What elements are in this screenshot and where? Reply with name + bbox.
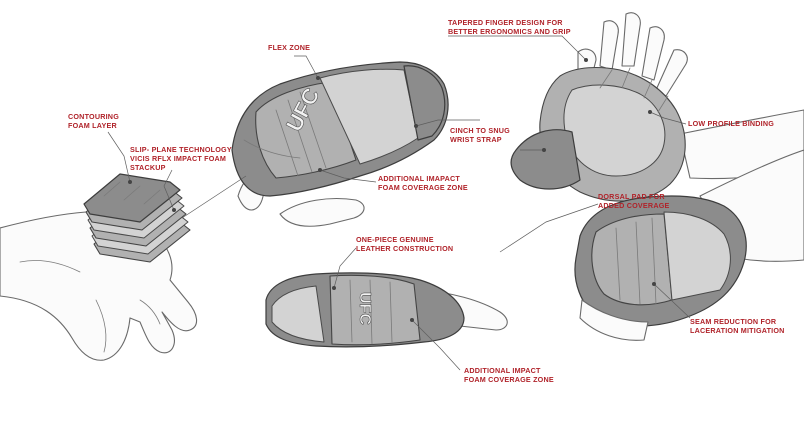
callout-line: STACKUP [130, 163, 166, 172]
upper-glove-illustration: UFC [231, 61, 449, 227]
callout-line: CINCH TO SNUG [450, 126, 510, 135]
callout-line: LACERATION MITIGATION [690, 326, 785, 335]
callout-line: ONE-PIECE GENUINE [356, 235, 434, 244]
foam-layer-stack [83, 173, 191, 263]
callout-one-piece-leather: ONE-PIECE GENUINE LEATHER CONSTRUCTION [356, 235, 453, 253]
callout-cinch-strap: CINCH TO SNUG WRIST STRAP [450, 126, 510, 144]
callout-seam-reduction: SEAM REDUCTION FOR LACERATION MITIGATION [690, 317, 785, 335]
callout-line: LEATHER CONSTRUCTION [356, 244, 454, 253]
callout-tapered-finger: TAPERED FINGER DESIGN FOR BETTER ERGONOM… [448, 18, 571, 36]
lower-glove-logo: UFC [356, 292, 373, 325]
callout-line: ADDITIONAL IMAPACT [378, 174, 460, 183]
callout-line: ADDED COVERAGE [598, 201, 670, 210]
callout-line: FOAM COVERAGE ZONE [464, 375, 554, 384]
callout-contouring-foam: CONTOURING FOAM LAYER [68, 112, 119, 130]
callout-slip-plane: SLIP- PLANE TECHNOLOGY VICIS RFLX IMPACT… [130, 145, 232, 172]
callout-additional-impact-upper: ADDITIONAL IMAPACT FOAM COVERAGE ZONE [378, 174, 468, 192]
callout-line: FOAM COVERAGE ZONE [378, 183, 468, 192]
lower-glove-illustration: UFC [265, 272, 508, 348]
callout-flex-zone: FLEX ZONE [268, 43, 310, 52]
callout-line: TAPERED FINGER DESIGN FOR [448, 18, 563, 27]
callout-line: VICIS RFLX IMPACT FOAM [130, 154, 227, 163]
callout-line: DORSAL PAD FOR [598, 192, 665, 201]
callout-additional-impact-lower: ADDITIONAL IMPACT FOAM COVERAGE ZONE [464, 366, 554, 384]
leader-lines [107, 35, 691, 371]
hand-with-foam-stack [0, 173, 198, 361]
upper-right-glove-illustration [510, 12, 804, 202]
callout-line: WRIST STRAP [450, 135, 502, 144]
callout-line: FLEX ZONE [268, 43, 311, 52]
callout-line: BETTER ERGONOMICS AND GRIP [448, 27, 571, 36]
callout-line: CONTOURING [68, 112, 119, 121]
callout-line: ADDITIONAL IMPACT [464, 366, 541, 375]
callout-line: SLIP- PLANE TECHNOLOGY [130, 145, 232, 154]
callout-dorsal-pad: DORSAL PAD FOR ADDED COVERAGE [598, 192, 670, 210]
callout-line: LOW PROFILE BINDING [688, 119, 775, 128]
callout-line: FOAM LAYER [68, 121, 117, 130]
lower-right-glove-illustration [574, 149, 804, 341]
callout-line: SEAM REDUCTION FOR [690, 317, 777, 326]
callout-low-profile: LOW PROFILE BINDING [688, 119, 774, 128]
